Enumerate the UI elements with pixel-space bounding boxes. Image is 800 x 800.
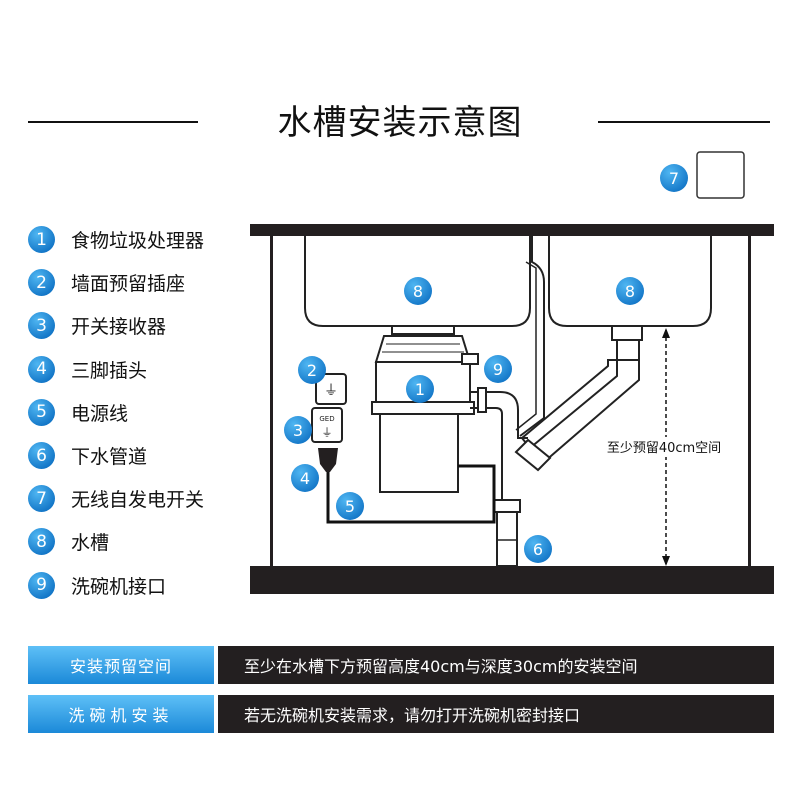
badge-1: 1	[415, 380, 425, 399]
number-badge: 2	[28, 269, 55, 297]
legend-item: 2 墙面预留插座	[28, 261, 204, 304]
legend-label: 开关接收器	[71, 316, 167, 339]
legend-label: 墙面预留插座	[71, 273, 186, 296]
disposer-body-lower	[379, 413, 459, 493]
legend-label: 下水管道	[71, 446, 148, 469]
discharge-pipe	[470, 391, 528, 500]
badge-8-right: 8	[625, 282, 635, 301]
overflow-pipe-inner	[515, 261, 537, 431]
right-drain-flange	[611, 325, 643, 341]
legend-label: 电源线	[71, 402, 129, 425]
legend-item: 5 电源线	[28, 391, 204, 434]
cabinet-floor	[250, 566, 774, 594]
disposer-flange	[391, 325, 455, 335]
number-badge: 1	[28, 226, 55, 254]
legend-label: 洗碗机接口	[71, 575, 167, 598]
receiver-glyph: ⏚	[322, 426, 333, 439]
info-bar-text: 若无洗碗机安装需求，请勿打开洗碗机密封接口	[218, 695, 774, 733]
switch-receiver	[311, 407, 343, 443]
height-note: 至少预留40cm空间	[607, 441, 721, 456]
power-cord	[326, 464, 496, 524]
receiver-mark: GED	[319, 415, 334, 423]
badge-6: 6	[533, 540, 543, 559]
info-bar-space: 安装预留空间 至少在水槽下方预留高度40cm与深度30cm的安装空间	[28, 646, 774, 684]
title-rule-left	[28, 121, 198, 123]
badge-5: 5	[345, 497, 355, 516]
info-bar-dishwasher: 洗碗机安装 若无洗碗机安装需求，请勿打开洗碗机密封接口	[28, 695, 774, 733]
legend-item: 7 无线自发电开关	[28, 477, 204, 520]
trap-connector	[493, 499, 521, 513]
legend-item: 1 食物垃圾处理器	[28, 218, 204, 261]
right-drain-tail	[616, 339, 640, 361]
legend-item: 6 下水管道	[28, 434, 204, 477]
overflow-pipe	[519, 236, 545, 437]
number-badge: 9	[28, 571, 55, 599]
badge-4: 4	[300, 469, 310, 488]
dishwasher-inlet	[461, 353, 479, 365]
badge-8-left: 8	[413, 282, 423, 301]
drain-pipe	[496, 511, 518, 567]
number-badge: 5	[28, 398, 55, 426]
title-rule-right	[598, 121, 770, 123]
info-bar-text: 至少在水槽下方预留高度40cm与深度30cm的安装空间	[218, 646, 774, 684]
socket-glyph: ⏚	[324, 383, 338, 399]
cabinet-left-wall	[270, 236, 273, 566]
legend-list: 1 食物垃圾处理器 2 墙面预留插座 3 开关接收器 4 三脚插头 5 电源线 6 下水管道…	[28, 218, 204, 607]
number-badge: 7	[28, 485, 55, 513]
badge-7: 7	[669, 169, 679, 188]
disposer-band	[371, 401, 475, 415]
legend-item: 9 洗碗机接口	[28, 564, 204, 607]
three-pin-plug	[318, 448, 338, 472]
number-badge: 4	[28, 355, 55, 383]
wireless-switch	[696, 151, 745, 199]
info-bar-label: 安装预留空间	[28, 646, 214, 684]
badge-9: 9	[493, 360, 503, 379]
info-bar-label: 洗碗机安装	[28, 695, 214, 733]
legend-item: 3 开关接收器	[28, 304, 204, 347]
cabinet-right-wall	[748, 236, 751, 566]
legend-label: 无线自发电开关	[71, 489, 205, 512]
disposer-neck	[374, 335, 472, 363]
legend-item: 8 水槽	[28, 520, 204, 563]
number-badge: 3	[28, 312, 55, 340]
legend-item: 4 三脚插头	[28, 348, 204, 391]
badge-2: 2	[307, 361, 317, 380]
badge-3: 3	[293, 421, 303, 440]
legend-label: 三脚插头	[71, 359, 148, 382]
y-joint	[514, 438, 552, 472]
wall-socket	[315, 373, 347, 405]
countertop	[250, 224, 774, 236]
legend-label: 水槽	[71, 532, 110, 555]
discharge-flange	[477, 387, 487, 413]
page-title: 水槽安装示意图	[277, 103, 523, 143]
legend-label: 食物垃圾处理器	[71, 230, 205, 253]
number-badge: 6	[28, 442, 55, 470]
number-badge: 8	[28, 528, 55, 556]
